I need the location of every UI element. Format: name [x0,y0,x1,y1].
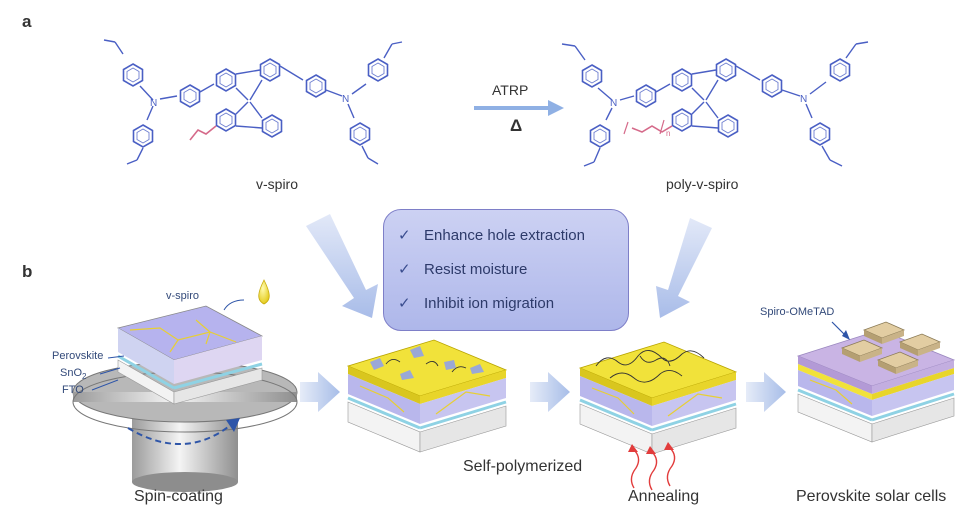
label-spin-coating: Spin-coating [134,488,223,505]
label-spiro-ometad: Spiro-OMeTAD [760,306,835,318]
step-arrow-1 [300,372,340,412]
device-stack-4 [796,321,956,443]
benefits-box: ✓ Enhance hole extraction ✓ Resist moist… [383,209,629,331]
label-poly-v-spiro: poly-v-spiro [666,176,739,192]
label-sno2: SnO2 [60,367,87,382]
label-v-spiro: v-spiro [256,176,299,192]
label-self-polymerized: Self-polymerized [463,458,583,475]
spin-coater [72,361,298,492]
step-arrow-3 [746,372,786,412]
label-heat: Δ [510,116,523,135]
panel-label-b: b [22,262,33,281]
poly-v-spiro-molecule: N n N [561,41,869,167]
check-icon: ✓ [398,227,411,244]
svg-text:n: n [666,129,670,138]
svg-text:N: N [150,98,157,109]
benefit-text: Resist moisture [424,260,528,278]
label-annealing: Annealing [628,488,700,505]
label-perovskite: Perovskite [52,350,104,362]
benefit-row: ✓ Enhance hole extraction [384,218,628,252]
benefit-row: ✓ Inhibit ion migration [384,286,628,320]
benefit-text: Enhance hole extraction [424,226,585,244]
check-icon: ✓ [398,261,411,278]
check-icon: ✓ [398,295,411,312]
svg-text:N: N [610,98,617,109]
heat-arrows [628,442,676,491]
step-arrow-2 [530,372,570,412]
benefit-row: ✓ Resist moisture [384,252,628,286]
v-spiro-molecule: N N [103,39,403,165]
label-vspiro-drop: v-spiro [166,290,200,302]
down-arrow-left [306,214,378,318]
label-atrp: ATRP [492,82,529,98]
svg-text:N: N [342,94,349,105]
reaction-arrow [474,100,564,116]
svg-text:N: N [800,94,807,105]
benefit-text: Inhibit ion migration [424,294,555,312]
electrode-pads [840,321,942,374]
device-stack-1 [116,279,270,405]
device-stack-3 [578,341,738,455]
label-solar-cells: Perovskite solar cells [796,488,947,505]
panel-label-a: a [22,12,32,31]
label-fto: FTO [62,384,84,396]
device-stack-2 [346,339,508,453]
down-arrow-right [656,218,712,318]
